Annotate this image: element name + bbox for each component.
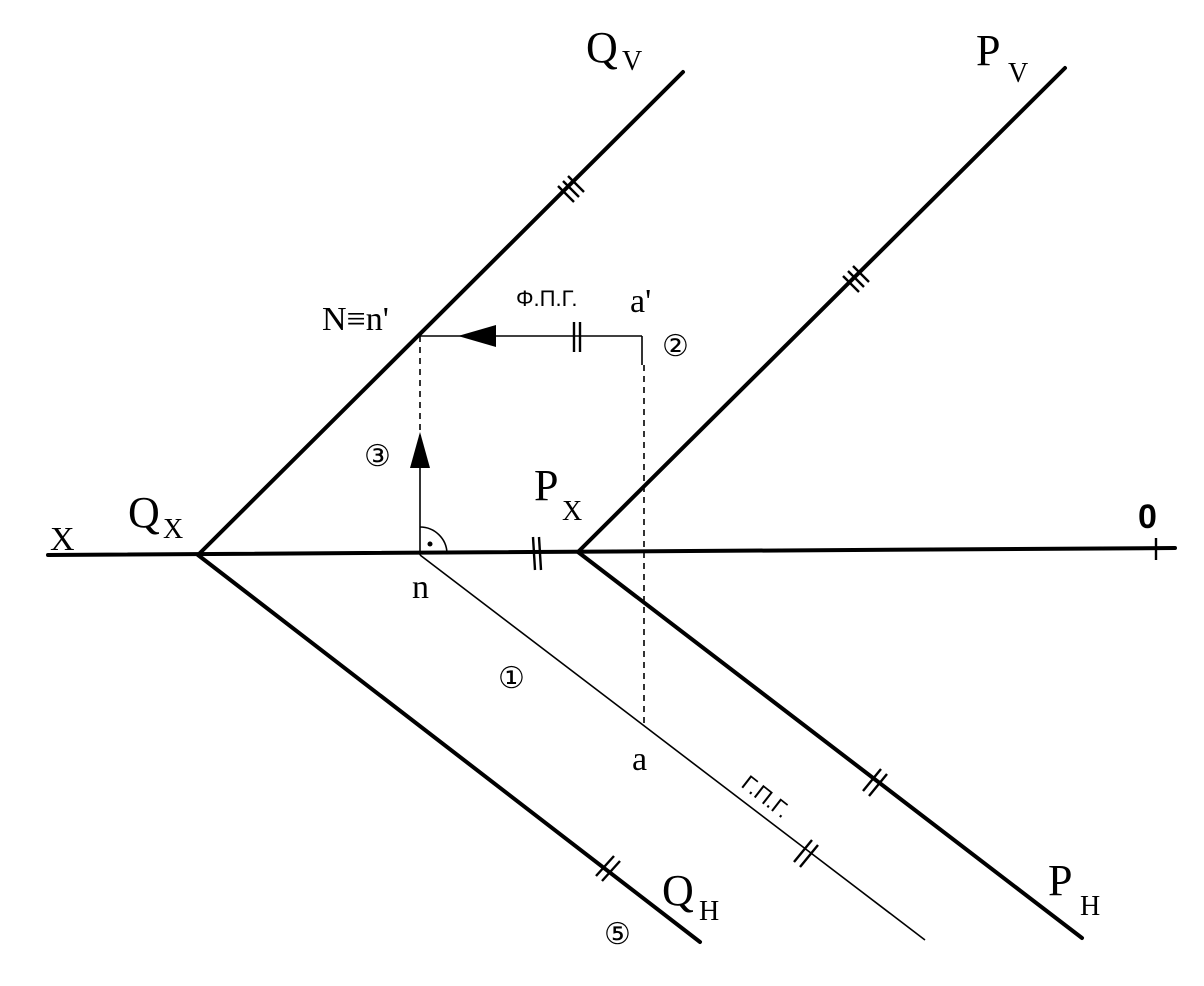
trace-q-v bbox=[196, 70, 685, 557]
trace-q-h bbox=[196, 553, 702, 944]
double-tick-p-h bbox=[862, 768, 888, 797]
double-tick-gpg bbox=[793, 839, 819, 868]
horizontal-principal-line bbox=[419, 554, 926, 941]
label-q-x: Q bbox=[128, 488, 160, 537]
label-p-x-sub: X bbox=[562, 496, 582, 527]
label-step-2: ② bbox=[662, 329, 689, 364]
label-q-x-sub: X bbox=[163, 514, 183, 545]
label-q-v-sub: V bbox=[622, 46, 642, 77]
double-tick-frontal bbox=[572, 322, 582, 352]
label-p-v-sub: V bbox=[1008, 58, 1028, 89]
right-angle-dot bbox=[427, 541, 433, 547]
label-p-h: P bbox=[1048, 856, 1072, 905]
triple-tick-q-v bbox=[557, 175, 585, 203]
x-axis-line bbox=[46, 546, 1177, 557]
label-q-h: Q bbox=[662, 866, 694, 915]
label-q-h-sub: H bbox=[699, 896, 719, 927]
trace-p-h bbox=[576, 550, 1084, 940]
label-q-v: Q bbox=[586, 23, 618, 72]
label-x-axis: X bbox=[50, 521, 75, 558]
label-p-v: P bbox=[976, 26, 1000, 75]
label-point-a: a bbox=[632, 741, 647, 778]
label-step-5: ⑤ bbox=[604, 917, 631, 952]
label-point-n: n bbox=[412, 569, 429, 606]
label-zero: 0 bbox=[1138, 498, 1157, 536]
arrow-left-icon bbox=[458, 325, 496, 347]
double-tick-x-axis bbox=[531, 536, 543, 571]
arrow-up-icon bbox=[410, 432, 430, 468]
label-step-1: ① bbox=[498, 661, 525, 696]
label-p-x: P bbox=[534, 461, 558, 510]
label-point-a-prime: a' bbox=[630, 283, 651, 320]
label-point-n-prime: N≡n' bbox=[322, 301, 389, 338]
label-step-3: ③ bbox=[364, 439, 391, 474]
label-gpg: Γ.Π.Γ. bbox=[737, 770, 795, 823]
label-p-h-sub: H bbox=[1080, 891, 1100, 922]
trace-p-v bbox=[576, 66, 1067, 554]
label-fpg: Φ.Π.Γ. bbox=[516, 286, 577, 311]
triple-tick-p-v bbox=[842, 265, 870, 293]
right-angle-icon bbox=[419, 526, 448, 554]
double-tick-q-h bbox=[595, 855, 621, 882]
